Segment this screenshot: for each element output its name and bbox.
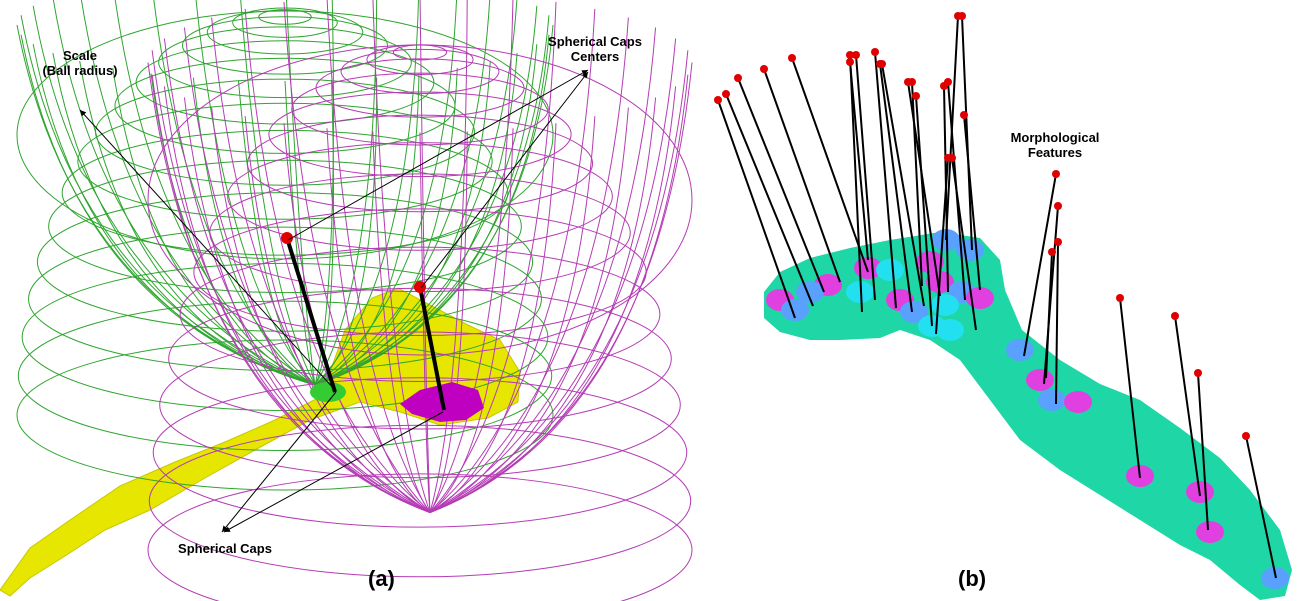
feature-marker-14 [912,92,920,100]
feature-line-1 [717,99,796,319]
feature-marker-23 [1054,202,1062,210]
feature-line-17 [935,157,949,335]
feature-line-21 [963,114,981,291]
feature-line-11 [881,63,925,307]
panel-b: Morphological Features (b) [700,0,1298,601]
feature-patch-18 [936,319,964,341]
feature-patch-4 [796,281,824,303]
feature-line-19 [945,15,959,241]
feature-line-18 [951,157,977,331]
feature-marker-25 [1048,248,1056,256]
panel-a: Scale (Ball radius) Spherical Caps Cente… [0,0,693,601]
feature-marker-24 [1054,238,1062,246]
arrow-cap-1 [221,391,337,533]
feature-line-14 [915,95,933,327]
feature-line-27 [1174,315,1201,497]
annotation-scale-line1: Scale [63,48,97,63]
feature-line-22 [1023,173,1057,357]
annotation-spherical-caps: Spherical Caps [178,541,272,556]
feature-line-5 [791,57,869,273]
feature-marker-7 [852,51,860,59]
magenta-wireframe-sphere [147,0,693,601]
feature-patch-25 [1196,521,1224,543]
cap-center-2 [414,281,426,293]
arrow-center-1 [287,69,589,241]
feature-line-24 [1055,241,1059,405]
panel-b-figure [714,12,1292,600]
arrow-cap-2 [223,411,444,533]
feature-marker-5 [788,54,796,62]
annotation-centers-line1: Spherical Caps [548,34,642,49]
feature-marker-16 [944,78,952,86]
annotation-scale: Scale (Ball radius) [40,48,120,78]
feature-marker-18 [948,154,956,162]
bone-surface [764,232,1292,600]
feature-marker-1 [714,96,722,104]
cap-center-1 [281,232,293,244]
feature-patch-19 [1006,339,1034,361]
feature-patch-7 [876,259,904,281]
spherical-cap-green [310,382,346,402]
arrow-scale [79,109,336,391]
ball-radius-line-1 [285,237,337,393]
feature-line-8 [849,61,869,261]
feature-line-6 [849,54,863,313]
feature-line-13 [911,81,923,287]
feature-marker-20 [958,12,966,20]
feature-patch-22 [1064,391,1092,413]
feature-patch-6 [846,281,874,303]
annotation-scale-line2: (Ball radius) [42,63,118,78]
feature-patch-21 [1038,389,1066,411]
feature-line-3 [737,77,825,293]
feature-patch-8 [916,251,944,273]
feature-marker-11 [878,60,886,68]
feature-patch-13 [931,294,959,316]
feature-marker-27 [1171,312,1179,320]
feature-patch-2 [781,299,809,321]
feature-marker-8 [846,58,854,66]
feature-line-28 [1197,372,1209,531]
ball-radius-line-2 [418,286,446,411]
annotation-features-line2: Features [1027,145,1083,160]
feature-marker-28 [1194,369,1202,377]
feature-marker-6 [846,51,854,59]
feature-line-25 [1045,251,1053,379]
feature-line-20 [961,15,973,251]
arrow-center-2 [420,71,589,289]
annotation-morphological-features: Morphological Features [1000,130,1110,160]
feature-marker-13 [908,78,916,86]
panel-a-label: (a) [368,566,395,591]
feature-marker-9 [871,48,879,56]
feature-line-7 [855,54,876,301]
feature-marker-2 [722,90,730,98]
feature-line-9 [874,51,897,309]
feature-line-2 [725,93,814,307]
annotation-spherical-caps-centers: Spherical Caps Centers [540,34,650,64]
feature-line-26 [1119,297,1141,479]
feature-marker-29 [1242,432,1250,440]
feature-line-10 [879,63,913,313]
feature-marker-4 [760,65,768,73]
feature-patch-10 [900,301,928,323]
annotation-features-line1: Morphological [1010,130,1100,145]
feature-marker-22 [1052,170,1060,178]
feature-patch-20 [1026,369,1054,391]
feature-marker-26 [1116,294,1124,302]
panel-a-figure [0,0,693,601]
feature-marker-3 [734,74,742,82]
feature-line-29 [1245,435,1277,579]
panel-b-label: (b) [958,566,987,591]
annotation-centers-line2: Centers [570,49,620,64]
feature-marker-21 [960,111,968,119]
feature-line-4 [763,68,841,283]
